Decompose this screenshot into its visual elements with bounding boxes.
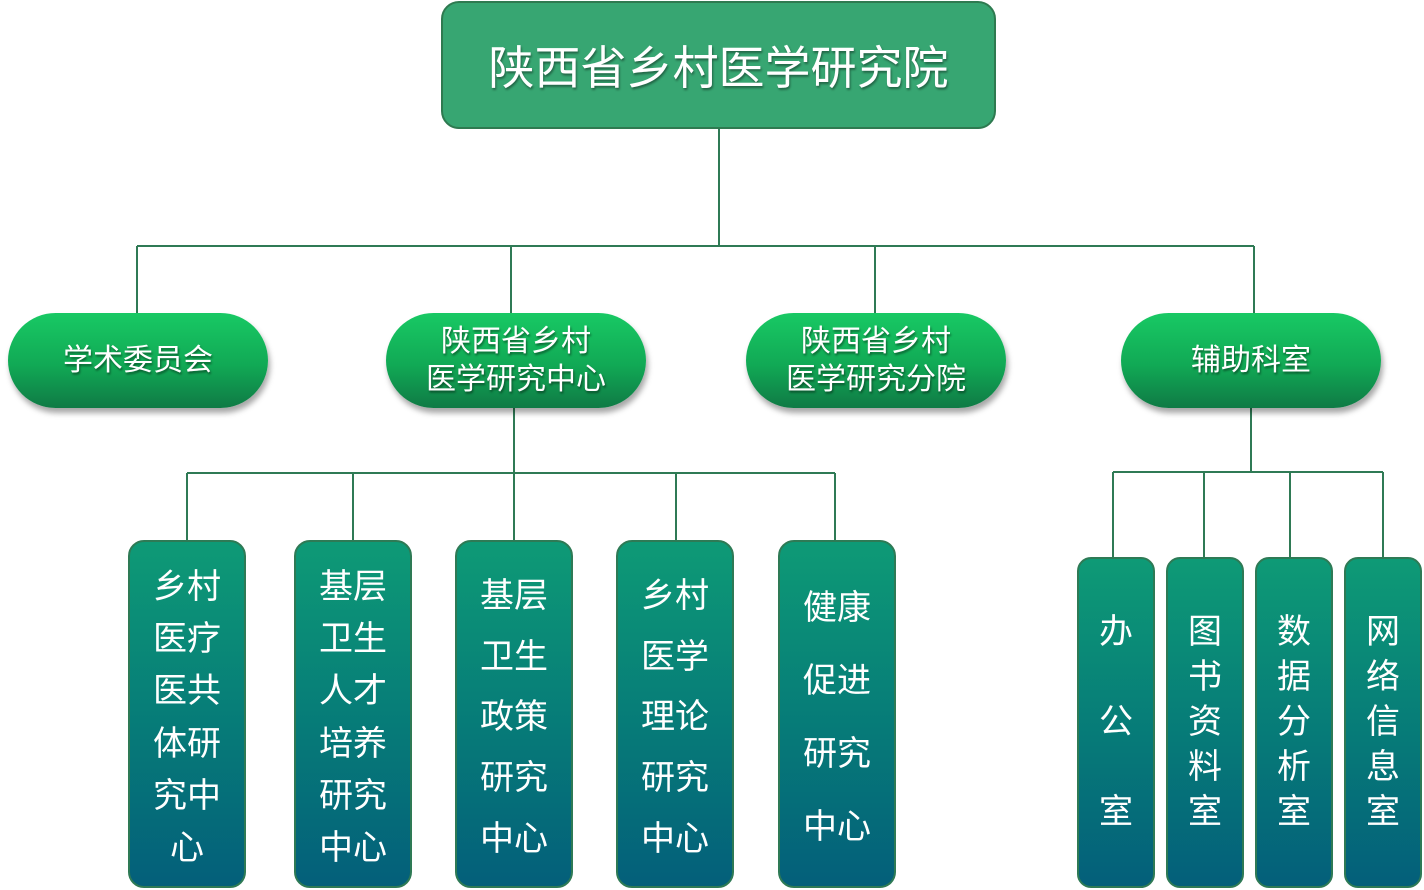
node-label-line: 医疗 xyxy=(153,619,221,660)
office-node-3: 网络信息室 xyxy=(1344,557,1422,888)
node-label-line: 室 xyxy=(1099,792,1133,832)
root-node-institute: 陕西省乡村医学研究院 xyxy=(441,1,996,129)
level1-node-0: 学术委员会 xyxy=(8,313,268,408)
node-label-line: 乡村 xyxy=(641,575,709,616)
node-label-line xyxy=(1111,745,1122,790)
node-label-line: 基层 xyxy=(480,575,548,616)
node-label-line: 医学 xyxy=(641,636,709,677)
node-label-line: 卫生 xyxy=(319,619,387,660)
node-label-line: 促进 xyxy=(803,661,871,701)
node-label-line: 研究 xyxy=(319,775,387,816)
node-label-line: 医学研究中心 xyxy=(426,361,606,397)
node-label-line xyxy=(1111,655,1122,700)
research-center-node-3: 乡村医学理论研究中心 xyxy=(616,540,734,888)
node-label-line: 医共 xyxy=(153,671,221,712)
node-label-line: 基层 xyxy=(319,567,387,608)
node-label-line: 办 xyxy=(1099,612,1133,652)
node-label-line: 学术委员会 xyxy=(63,342,213,378)
node-label-line: 图 xyxy=(1188,612,1222,652)
node-label-line: 中心 xyxy=(480,819,548,860)
office-node-1: 图书资料室 xyxy=(1166,557,1244,888)
node-label-line: 据 xyxy=(1277,657,1311,697)
office-node-2: 数据分析室 xyxy=(1255,557,1333,888)
level1-node-3: 辅助科室 xyxy=(1121,313,1381,408)
node-label-line: 辅助科室 xyxy=(1191,342,1311,378)
node-label-line: 心 xyxy=(170,827,204,868)
node-label-line: 培养 xyxy=(319,723,387,764)
node-label-line: 中心 xyxy=(641,819,709,860)
node-label-line: 体研 xyxy=(153,723,221,764)
node-label-line: 室 xyxy=(1188,792,1222,832)
node-label-line: 研究 xyxy=(803,734,871,774)
node-label-line: 络 xyxy=(1366,657,1400,697)
node-label-line: 析 xyxy=(1277,747,1311,787)
node-label-line: 医学研究分院 xyxy=(786,361,966,397)
node-label-line: 资 xyxy=(1188,702,1222,742)
root-title: 陕西省乡村医学研究院 xyxy=(488,41,949,95)
level1-node-1: 陕西省乡村医学研究中心 xyxy=(386,313,646,408)
node-label-line: 理论 xyxy=(641,697,709,738)
node-label-line: 研究 xyxy=(480,758,548,799)
research-center-node-0: 乡村医疗医共体研究中心 xyxy=(128,540,246,888)
node-label-line: 中心 xyxy=(803,807,871,847)
node-label-line: 健康 xyxy=(803,588,871,628)
node-label-line: 政策 xyxy=(480,697,548,738)
node-label-line: 人才 xyxy=(319,671,387,712)
node-label-line: 料 xyxy=(1188,747,1222,787)
node-label-line: 陕西省乡村 xyxy=(801,323,951,359)
node-label-line: 书 xyxy=(1188,657,1222,697)
node-label-line: 息 xyxy=(1366,747,1400,787)
node-label-line: 公 xyxy=(1099,702,1133,742)
node-label-line: 分 xyxy=(1277,702,1311,742)
node-label-line: 中心 xyxy=(319,827,387,868)
research-center-node-2: 基层卫生政策研究中心 xyxy=(455,540,573,888)
node-label-line: 卫生 xyxy=(480,636,548,677)
research-center-node-1: 基层卫生人才培养研究中心 xyxy=(294,540,412,888)
research-center-node-4: 健康促进研究中心 xyxy=(778,540,896,888)
office-node-0: 办 公 室 xyxy=(1077,557,1155,888)
node-label-line: 乡村 xyxy=(153,567,221,608)
node-label-line: 室 xyxy=(1366,792,1400,832)
node-label-line: 研究 xyxy=(641,758,709,799)
node-label-line: 室 xyxy=(1277,792,1311,832)
level1-node-2: 陕西省乡村医学研究分院 xyxy=(746,313,1006,408)
node-label-line: 究中 xyxy=(153,775,221,816)
node-label-line: 陕西省乡村 xyxy=(441,323,591,359)
node-label-line: 数 xyxy=(1277,612,1311,652)
node-label-line: 信 xyxy=(1366,702,1400,742)
node-label-line: 网 xyxy=(1366,612,1400,652)
